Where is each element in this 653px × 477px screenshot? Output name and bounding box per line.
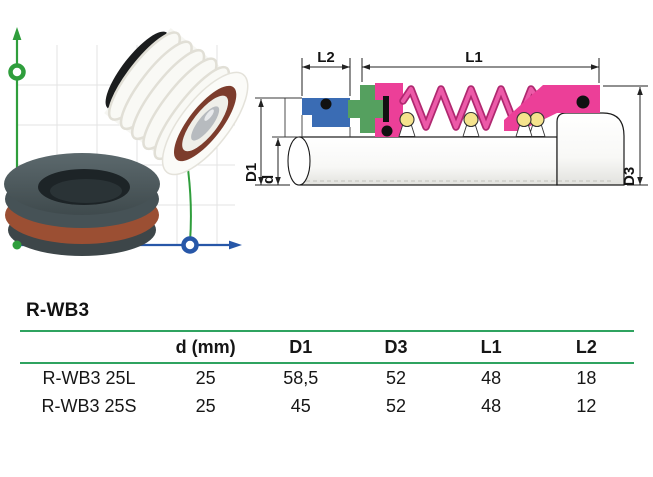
- spring-guides: [398, 111, 546, 137]
- guide-balls: [399, 111, 545, 128]
- dimension-arrows: [258, 64, 643, 185]
- ball-pedestals: [398, 125, 546, 137]
- col-header-l1: L1: [480, 337, 502, 357]
- spec-table: d (mm) D1 D3 L1 L2 R-WB3 25L 25 58,5 52 …: [20, 330, 634, 420]
- cross-section-diagram: L2 L1 D1 d D3: [243, 49, 648, 186]
- face-green: [348, 85, 383, 133]
- col-header-d1: D1: [289, 337, 313, 357]
- table-row: R-WB3 25L 25 58,5 52 48 18: [20, 363, 634, 392]
- shaft-end-ellipse: [287, 136, 311, 186]
- col-header-empty: [20, 331, 158, 363]
- spec-section: R-WB3 d (mm) D1 D3 L1 L2 R-WB3 25L 25 58…: [20, 300, 634, 420]
- cell-l2: 12: [576, 396, 597, 416]
- dim-label-l1: L1: [465, 49, 483, 66]
- seat-ring-bore-shadow: [50, 179, 122, 203]
- seat-ring: [4, 153, 160, 256]
- cell-l1: 48: [481, 368, 502, 388]
- seat-oring-dot: [320, 98, 332, 110]
- housing-outlines: [255, 97, 351, 138]
- dimension-lines: [255, 58, 648, 186]
- cell-d3: 52: [385, 368, 406, 388]
- y-axis-arrow-icon: [12, 27, 22, 40]
- table-row: R-WB3 25S 25 45 52 48 12: [20, 392, 634, 420]
- shaft-collar: [556, 112, 625, 186]
- bellows-seal: [104, 27, 249, 176]
- col-header-d3: D3: [384, 337, 408, 357]
- seal-bellows-ridges: [107, 31, 231, 161]
- cell-l2: 18: [576, 368, 597, 388]
- product-photo: [4, 27, 249, 256]
- retainer-oring-dot: [576, 95, 590, 109]
- product-title: R-WB3: [26, 300, 90, 321]
- dim-label-l2: L2: [317, 49, 335, 66]
- cell-d3: 52: [385, 396, 406, 416]
- seal-face-glint: [204, 109, 214, 121]
- cell-d1: 58,5: [283, 368, 319, 388]
- follower-oring-dot: [381, 125, 393, 137]
- row-name: R-WB3 25L: [42, 368, 136, 388]
- col-header-l2: L2: [575, 337, 597, 357]
- origin-dot-icon: [12, 240, 22, 250]
- shaft-body: [298, 136, 558, 186]
- x-axis-arrow-icon: [229, 240, 242, 250]
- spec-table-header-row: d (mm) D1 D3 L1 L2: [20, 331, 634, 363]
- dimension-labels: L2 L1 D1 d D3: [243, 49, 638, 186]
- col-header-d: d (mm): [175, 337, 236, 357]
- cell-d: 25: [195, 396, 216, 416]
- follower-slot: [383, 96, 389, 122]
- seat-blue: [302, 98, 350, 127]
- row-name: R-WB3 25S: [41, 396, 137, 416]
- dim-label-d1: D1: [243, 163, 260, 182]
- cell-d: 25: [195, 368, 216, 388]
- cell-l1: 48: [481, 396, 502, 416]
- dim-label-d: d: [260, 175, 277, 184]
- blue-node-marker-icon: [181, 236, 199, 254]
- green-node-marker-icon: [8, 63, 26, 81]
- cell-d1: 45: [290, 396, 311, 416]
- dim-label-d3: D3: [621, 167, 638, 186]
